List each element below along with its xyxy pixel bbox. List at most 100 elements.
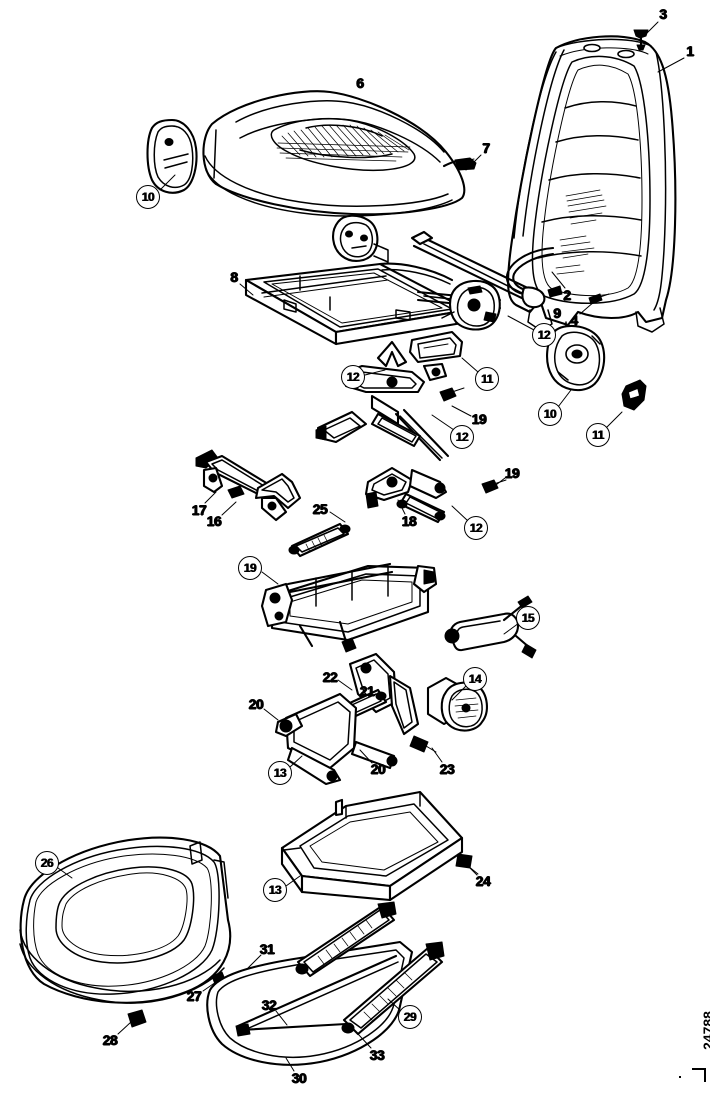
leader-line-10 <box>159 174 176 191</box>
part-31-rail <box>295 901 397 978</box>
part-14-motor <box>426 676 488 732</box>
part-linkage-upper <box>315 340 465 462</box>
leader-line-8 <box>239 283 254 296</box>
leader-line-31 <box>247 954 262 969</box>
callout-29: 29 <box>398 1005 422 1029</box>
callout-28: 28 <box>102 1032 118 1048</box>
leader-line-11 <box>605 411 623 429</box>
part-4-screw <box>588 293 610 305</box>
part-25-rod <box>288 522 351 558</box>
callout-3: 3 <box>659 6 667 22</box>
callout-12: 12 <box>532 323 556 347</box>
callout-12: 12 <box>464 516 488 540</box>
callout-7: 7 <box>482 140 490 156</box>
callout-11: 11 <box>475 367 499 391</box>
leader-line-13 <box>289 755 303 768</box>
callout-19: 19 <box>471 411 487 427</box>
leader-line-26 <box>57 867 73 879</box>
leader-line-24 <box>463 861 478 876</box>
leader-line-10 <box>557 389 572 408</box>
callout-23: 23 <box>439 761 455 777</box>
callout-10: 10 <box>538 402 562 426</box>
callout-13: 13 <box>263 878 287 902</box>
part-10-side-trim-left <box>146 118 198 194</box>
leader-line-1 <box>657 57 685 73</box>
callout-13: 13 <box>268 761 292 785</box>
callout-22: 22 <box>322 669 338 685</box>
callout-19: 19 <box>504 465 520 481</box>
part-33-rod <box>235 1022 348 1037</box>
leader-line-29 <box>387 998 402 1012</box>
part-upper-track-frame <box>260 562 438 653</box>
leader-line-23 <box>431 747 443 763</box>
part-seat-back <box>505 29 677 335</box>
callout-18: 18 <box>401 513 417 529</box>
part-left-linkage <box>195 449 302 522</box>
leader-line-25 <box>329 511 346 523</box>
part-7-lever <box>442 157 477 171</box>
part-13-lower-track-frame <box>280 790 479 902</box>
callout-10: 10 <box>136 185 160 209</box>
part-2-cable <box>505 246 563 298</box>
callout-9: 9 <box>553 305 561 321</box>
part-6-seat-cushion <box>202 90 477 217</box>
leader-line-27 <box>202 981 217 992</box>
part-lower-linkage-right <box>364 466 507 524</box>
part-recliner-hub <box>332 214 546 331</box>
callout-19: 19 <box>238 556 262 580</box>
callout-11: 11 <box>586 423 610 447</box>
corner-registration-mark <box>692 1068 706 1082</box>
leader-line-32 <box>275 1010 288 1026</box>
leader-line-4 <box>579 300 596 315</box>
leader-line-20 <box>263 708 279 721</box>
callout-1: 1 <box>686 43 694 59</box>
callout-33: 33 <box>369 1047 385 1063</box>
part-10-side-trim-right <box>546 324 606 392</box>
leader-line-33 <box>357 1033 372 1049</box>
part-8-seat-pan-frame <box>244 262 502 346</box>
callout-25: 25 <box>312 501 328 517</box>
leader-line-15 <box>503 622 520 635</box>
callout-32: 32 <box>261 997 277 1013</box>
callout-26: 26 <box>35 851 59 875</box>
leader-line-11 <box>461 357 479 373</box>
part-29-rail <box>341 941 445 1036</box>
callout-6: 6 <box>356 75 364 91</box>
leader-line-12 <box>364 369 386 376</box>
part-30-trim-panel <box>206 940 414 1066</box>
leader-line-18 <box>397 499 406 515</box>
leader-line-12 <box>431 414 455 431</box>
callout-4: 4 <box>570 312 578 328</box>
callout-leaders <box>57 21 685 1072</box>
callout-24: 24 <box>475 873 491 889</box>
leader-line-14 <box>451 685 467 701</box>
drawing-number: 24788 <box>700 1011 710 1050</box>
callout-15: 15 <box>516 606 540 630</box>
leader-line-17 <box>204 491 217 504</box>
part-11-handle-center <box>408 330 464 364</box>
callout-21: 21 <box>359 683 375 699</box>
callout-31: 31 <box>259 941 275 957</box>
leader-line-28 <box>117 1021 132 1035</box>
leader-line-3 <box>643 21 659 37</box>
leader-line-30 <box>285 1057 295 1072</box>
callout-30: 30 <box>291 1070 307 1086</box>
leader-line-12 <box>451 505 469 522</box>
part-11-handle-right <box>621 379 647 411</box>
leader-line-19 <box>491 477 506 489</box>
leader-line-19 <box>261 571 279 585</box>
callout-8: 8 <box>230 269 238 285</box>
callout-27: 27 <box>186 988 202 1004</box>
callout-12: 12 <box>341 365 365 389</box>
leader-line-19 <box>451 405 472 417</box>
callout-20: 20 <box>370 761 386 777</box>
leader-line-16 <box>221 501 237 516</box>
part-15-actuator <box>444 595 537 659</box>
part-lower-scissor <box>274 652 437 786</box>
leader-line-7 <box>465 154 482 171</box>
leader-line-20 <box>359 749 373 764</box>
leader-line-2 <box>551 271 566 289</box>
leader-line-13 <box>285 875 301 887</box>
